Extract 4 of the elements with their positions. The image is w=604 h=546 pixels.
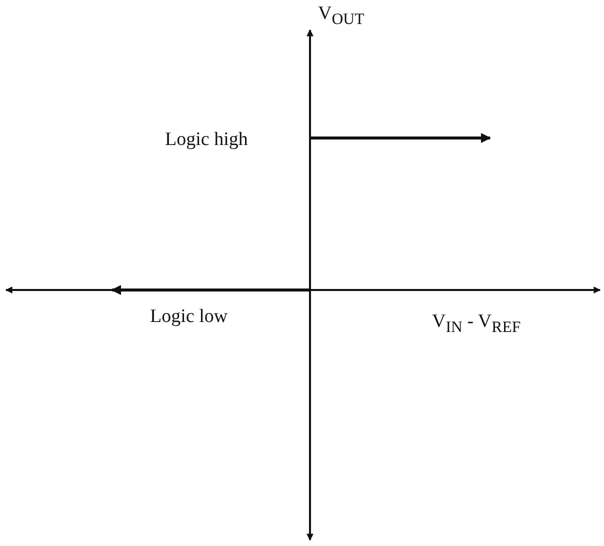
level-label: Logic high [165, 130, 248, 149]
level-label: Logic low [150, 307, 228, 326]
axis-label: V$_{IN}$ - V$_{REF}$ [432, 312, 521, 336]
axis-label: V$_{OUT}$ [318, 4, 364, 28]
